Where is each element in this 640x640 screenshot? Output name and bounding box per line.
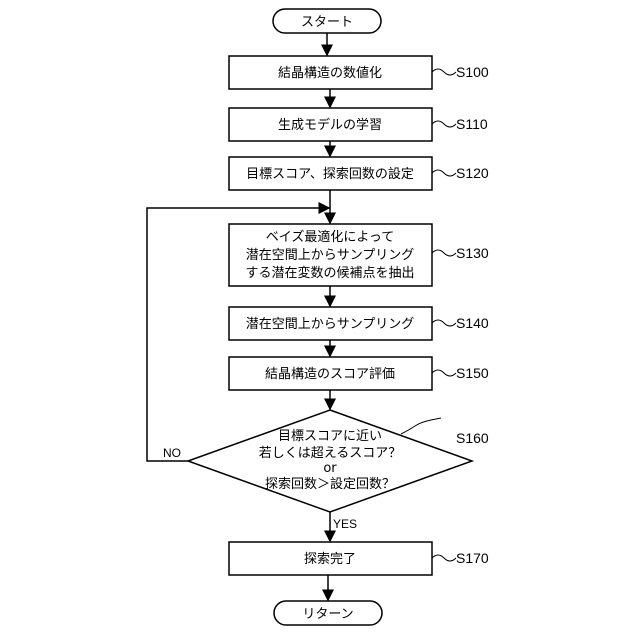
- step-id-s110: S110: [456, 116, 488, 132]
- callout-s170: [432, 555, 456, 561]
- decision-line2: 若しくは超えるスコア？: [259, 445, 402, 461]
- process-box-s130: ベイズ最適化によって 潜在空間上からサンプリング する潜在変数の候補点を抽出: [229, 224, 432, 286]
- process-box-s150: 結晶構造のスコア評価: [229, 357, 432, 390]
- process-box-s110: 生成モデルの学習: [229, 108, 432, 141]
- step-id-s170: S170: [456, 550, 489, 566]
- decision-line1: 目標スコアに近い: [278, 429, 382, 444]
- end-label: リターン: [302, 607, 353, 622]
- process-box-s120: 目標スコア、探索回数の設定: [229, 157, 432, 190]
- process-box-s170: 探索完了: [229, 542, 432, 575]
- no-label: NO: [163, 446, 181, 460]
- process-label-s130-line3: する潜在変数の候補点を抽出: [245, 265, 414, 281]
- step-id-s120: S120: [456, 165, 489, 181]
- callout-s100: [432, 69, 456, 75]
- step-id-s150: S150: [456, 365, 489, 381]
- process-label-s120: 目標スコア、探索回数の設定: [246, 166, 414, 182]
- process-label-s170: 探索完了: [304, 552, 356, 567]
- process-label-s100: 結晶構造の数値化: [278, 65, 382, 81]
- process-label-s110: 生成モデルの学習: [278, 117, 382, 133]
- step-id-s130: S130: [456, 245, 489, 261]
- step-id-s160: S160: [456, 430, 489, 446]
- start-terminal: スタート: [273, 9, 381, 33]
- process-label-s140: 潜在空間上からサンプリング: [246, 317, 415, 332]
- decision-diamond-s160: 目標スコアに近い 若しくは超えるスコア？ or 探索回数＞設定回数？: [188, 410, 472, 512]
- decision-line3: or: [323, 461, 337, 476]
- process-label-s150: 結晶構造のスコア評価: [265, 367, 395, 382]
- process-label-s130-line2: 潜在空間上からサンプリング: [246, 248, 415, 263]
- step-id-s140: S140: [456, 315, 489, 331]
- end-terminal: リターン: [274, 601, 382, 625]
- decision-line4: 探索回数＞設定回数？: [265, 476, 395, 492]
- callout-s150: [432, 370, 456, 376]
- step-id-s100: S100: [456, 64, 489, 80]
- process-box-s140: 潜在空間上からサンプリング: [229, 307, 432, 340]
- callout-s160: [401, 418, 441, 434]
- callout-s110: [432, 121, 456, 127]
- start-label: スタート: [301, 15, 353, 30]
- process-label-s130-line1: ベイズ最適化によって: [266, 229, 395, 245]
- process-box-s100: 結晶構造の数値化: [229, 56, 432, 89]
- callout-s130: [432, 250, 456, 256]
- yes-label: YES: [333, 517, 357, 531]
- callout-s120: [432, 170, 456, 176]
- callout-s140: [432, 320, 456, 326]
